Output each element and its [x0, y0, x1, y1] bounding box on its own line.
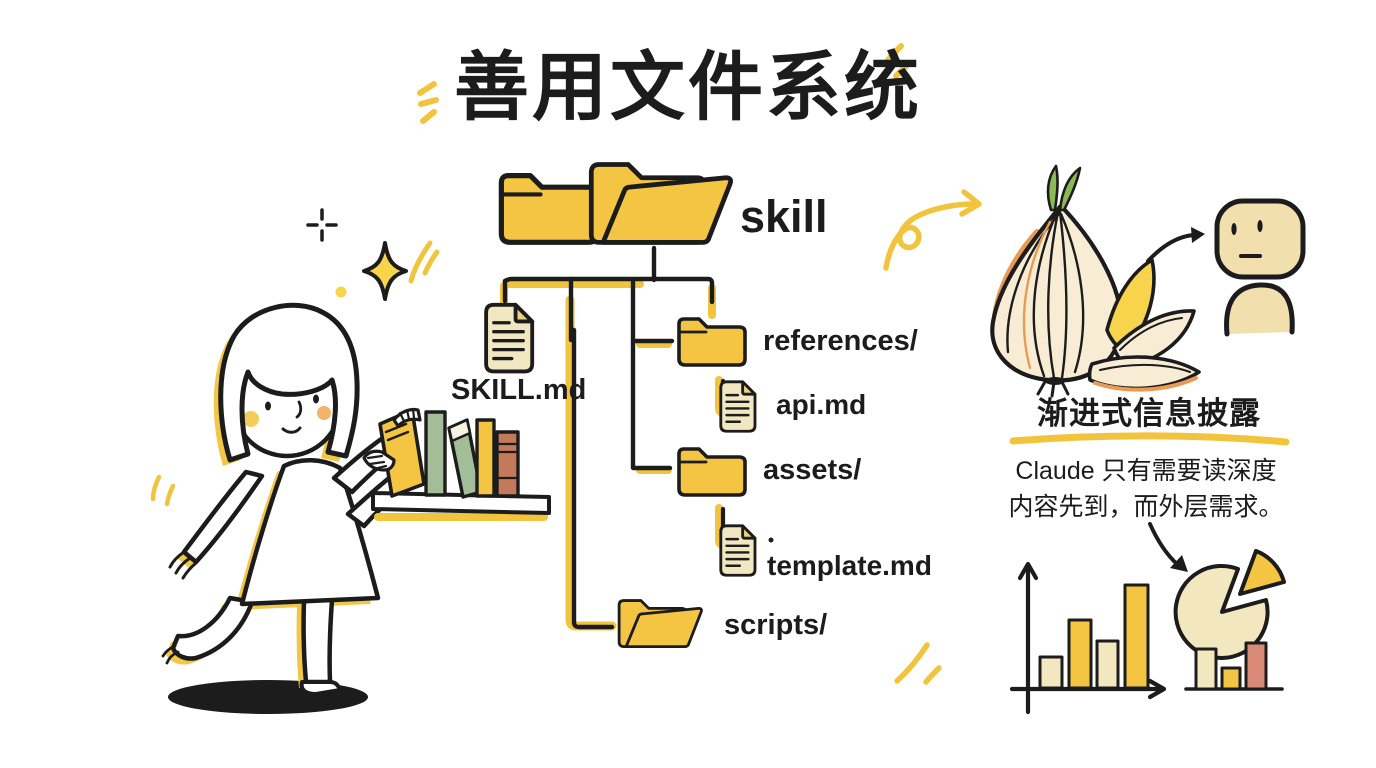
- folder-icon-skill-back: [501, 176, 597, 243]
- folder-icon-assets: [677, 447, 747, 497]
- document-icon-api: [719, 380, 757, 433]
- page-title: 善用文件系统: [453, 45, 922, 129]
- document-icon-template: [719, 524, 757, 577]
- person-icon: [1214, 198, 1306, 337]
- title-accent-marks: [417, 43, 912, 124]
- heading-underline: [1009, 432, 1290, 446]
- girl-illustration: [161, 302, 421, 714]
- caption-line-2: 内容先到，而外层需求。: [1008, 493, 1284, 521]
- tree-node-label-skillmd: SKILL.md: [451, 374, 587, 406]
- mini-bar-chart-icon: [1184, 641, 1284, 691]
- curly-arrow-icon: [883, 189, 982, 685]
- bar-chart-icon: [1009, 561, 1167, 715]
- tree-root-label: skill: [740, 191, 828, 242]
- folder-icon-skill: [591, 165, 730, 243]
- arrow-to-person-icon: [1146, 227, 1205, 263]
- onion-icon: [990, 164, 1201, 398]
- progressive-disclosure-heading: 渐进式信息披露: [1037, 396, 1261, 431]
- sparkle-star-icon: [150, 208, 440, 507]
- girl-hands: [362, 407, 422, 472]
- tree-node-label-template: template.md: [767, 550, 932, 581]
- arrow-to-chart-icon: [1148, 522, 1188, 572]
- document-icon-skillmd: [484, 302, 535, 374]
- girl-hair: [218, 302, 360, 463]
- bookshelf-icon: [371, 408, 551, 521]
- tree-node-label-api: api.md: [776, 389, 867, 420]
- tree-node-label-scripts: scripts/: [724, 609, 828, 641]
- tree-node-label-references: references/: [763, 325, 918, 357]
- caption-line-1: Claude 只有需要读深度: [1015, 457, 1277, 485]
- tree-node-label-assets: assets/: [763, 454, 862, 486]
- folder-icon-scripts: [617, 599, 703, 649]
- folder-icon-references: [677, 317, 747, 367]
- pie-chart-icon: [1173, 549, 1286, 660]
